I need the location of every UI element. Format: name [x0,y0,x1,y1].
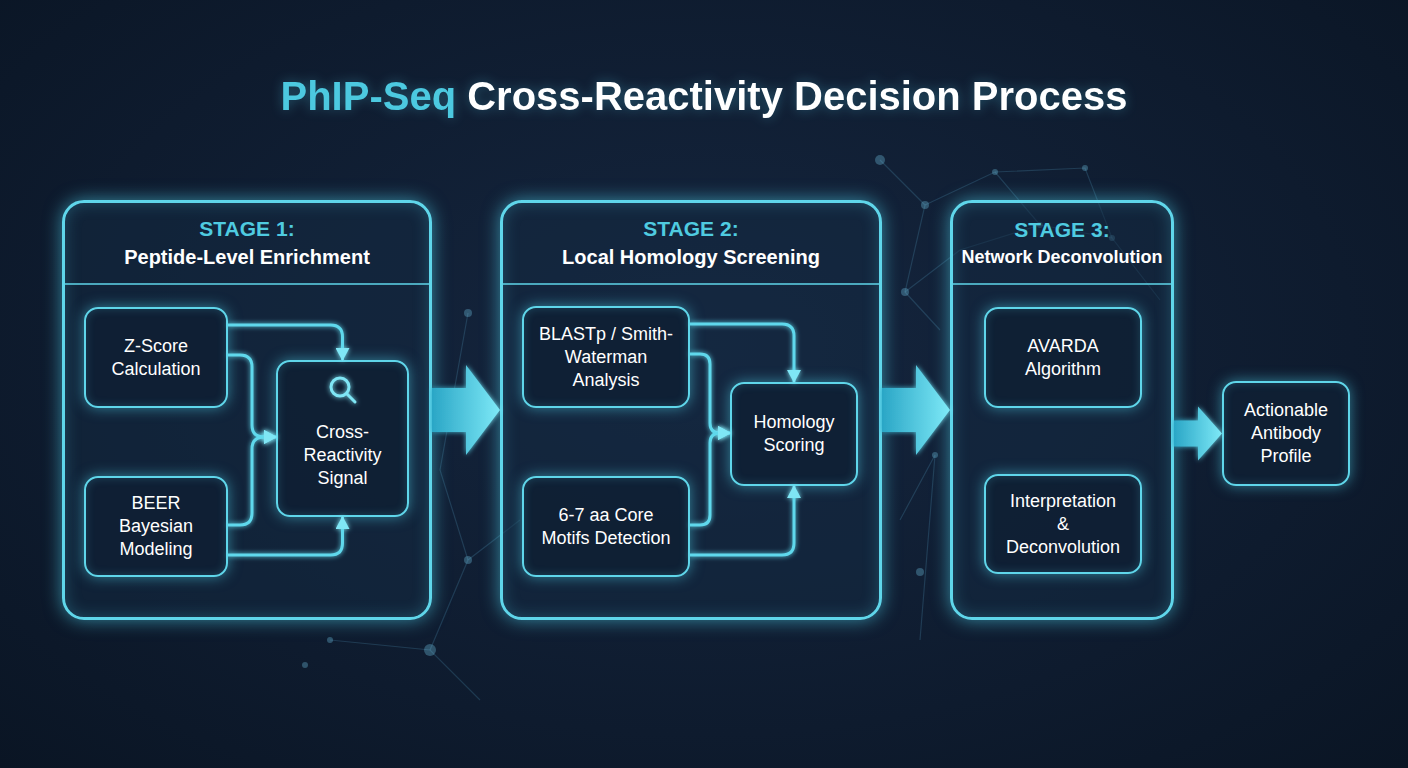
process-box: Interpretation & Deconvolution [984,474,1142,574]
stage-number: STAGE 3: [1014,218,1109,242]
stage-panel: STAGE 3: Network DeconvolutionAVARDA Algo… [950,200,1174,620]
process-box: Cross-Reactivity Signal [276,360,409,517]
stage-title: Peptide-Level Enrichment [124,246,370,269]
diagram-title: PhIP-Seq Cross-Reactivity Decision Proce… [281,74,1128,119]
flow-arrow [432,365,500,455]
box-label: BLASTp / Smith-Waterman Analysis [531,323,681,392]
flow-arrow-shape [882,365,950,455]
network-dot [464,556,472,564]
network-dot [1082,165,1088,171]
network-dot [875,155,885,165]
box-label: Actionable Antibody Profile [1236,399,1336,468]
process-box: Z-Score Calculation [84,307,228,408]
network-dot [932,452,938,458]
network-dot [921,201,929,209]
network-line [440,313,468,560]
network-dot [464,309,472,317]
box-label: Z-Score Calculation [91,335,221,381]
network-dot [424,644,436,656]
network-dot [916,568,924,576]
process-box: Actionable Antibody Profile [1222,381,1350,486]
network-dot [901,288,909,296]
network-dot [302,662,308,668]
flow-arrow [882,365,950,455]
process-box: AVARDA Algorithm [984,307,1142,408]
box-label: Homology Scoring [739,411,849,457]
box-label: Cross-Reactivity Signal [293,421,393,490]
stage-panel: STAGE 2: Local Homology ScreeningBLASTp /… [500,200,882,620]
box-label: BEER Bayesian Modeling [106,492,206,561]
stage-header: STAGE 3: Network Deconvolution [953,203,1171,285]
box-label: 6-7 aa Core Motifs Detection [541,504,671,550]
network-line [330,640,480,700]
flow-arrow [1174,407,1222,461]
box-label: Interpretation & Deconvolution [1003,490,1123,559]
box-label: AVARDA Algorithm [1003,335,1123,381]
process-box: BEER Bayesian Modeling [84,476,228,577]
stage-number: STAGE 1: [199,217,294,241]
stage-panel: STAGE 1: Peptide-Level EnrichmentZ-Score … [62,200,432,620]
title-bar: PhIP-Seq Cross-Reactivity Decision Proce… [0,74,1408,119]
stage-header: STAGE 1: Peptide-Level Enrichment [65,203,429,285]
process-box: BLASTp / Smith-Waterman Analysis [522,306,690,408]
network-dot [327,637,333,643]
stage-number: STAGE 2: [643,217,738,241]
stage-header: STAGE 2: Local Homology Screening [503,203,879,285]
network-line [880,160,940,330]
process-box: 6-7 aa Core Motifs Detection [522,476,690,577]
network-dot [992,169,998,175]
network-line [900,455,935,640]
flow-arrow-shape [1174,407,1222,461]
process-box: Homology Scoring [730,382,858,486]
stage-title: Local Homology Screening [562,246,820,269]
flow-arrow-shape [432,365,500,455]
stage-title: Network Deconvolution [961,247,1162,268]
